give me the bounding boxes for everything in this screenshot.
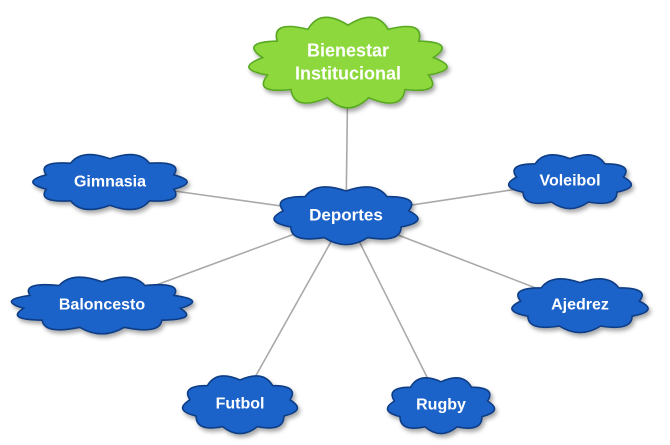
node-label-voleibol: Voleibol <box>539 173 600 190</box>
node-label-bienestar: Bienestar <box>307 40 389 60</box>
edge-deportes-rugby <box>345 214 442 406</box>
node-label-bienestar: Institucional <box>295 64 401 84</box>
node-label-baloncesto: Baloncesto <box>59 297 145 314</box>
cloud-shape-baloncesto <box>10 276 194 335</box>
node-label-futbol: Futbol <box>216 396 265 413</box>
node-deportes: Deportes <box>273 186 419 246</box>
cloud-shape-bienestar <box>248 16 448 109</box>
node-label-deportes: Deportes <box>309 206 383 225</box>
node-futbol: Futbol <box>181 375 299 435</box>
node-baloncesto: Baloncesto <box>10 276 194 335</box>
node-gimnasia: Gimnasia <box>32 153 188 211</box>
cloud-shape-deportes <box>273 186 419 246</box>
cloud-shape-ajedrez <box>511 277 649 334</box>
cloud-shape-voleibol <box>507 153 633 210</box>
cloud-shape-futbol <box>181 375 299 435</box>
cloud-shape-rugby <box>386 377 496 435</box>
node-voleibol: Voleibol <box>507 153 633 210</box>
node-rugby: Rugby <box>386 377 496 435</box>
node-label-ajedrez: Ajedrez <box>551 297 609 314</box>
node-label-gimnasia: Gimnasia <box>74 174 146 191</box>
node-ajedrez: Ajedrez <box>511 277 649 334</box>
cloud-shape-gimnasia <box>32 153 188 211</box>
node-label-rugby: Rugby <box>416 397 466 414</box>
edge-deportes-futbol <box>239 214 347 405</box>
